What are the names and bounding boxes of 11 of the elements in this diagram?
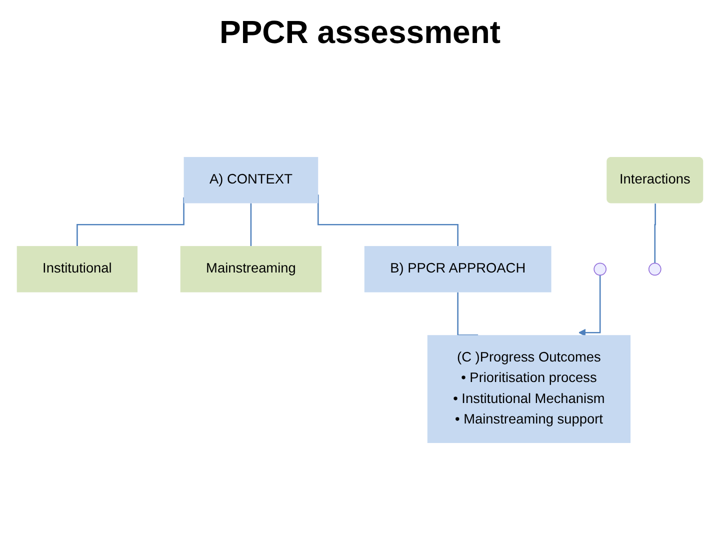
node-box: (C )Progress Outcomes • Prioritisation process • Institutional Mechanism • Mainstreaming support: [427, 335, 631, 443]
node-box: Interactions: [606, 157, 704, 204]
connector: [250, 203, 252, 247]
node-box: Mainstreaming: [180, 246, 322, 292]
node-box: B) PPCR APPROACH: [364, 246, 552, 292]
title: PPCR assessment: [219, 14, 501, 50]
node-box: Institutional: [16, 246, 138, 292]
connector: [654, 204, 656, 264]
arrow: [578, 275, 601, 336]
connector: [457, 292, 478, 336]
node-box: A) CONTEXT: [184, 157, 318, 204]
